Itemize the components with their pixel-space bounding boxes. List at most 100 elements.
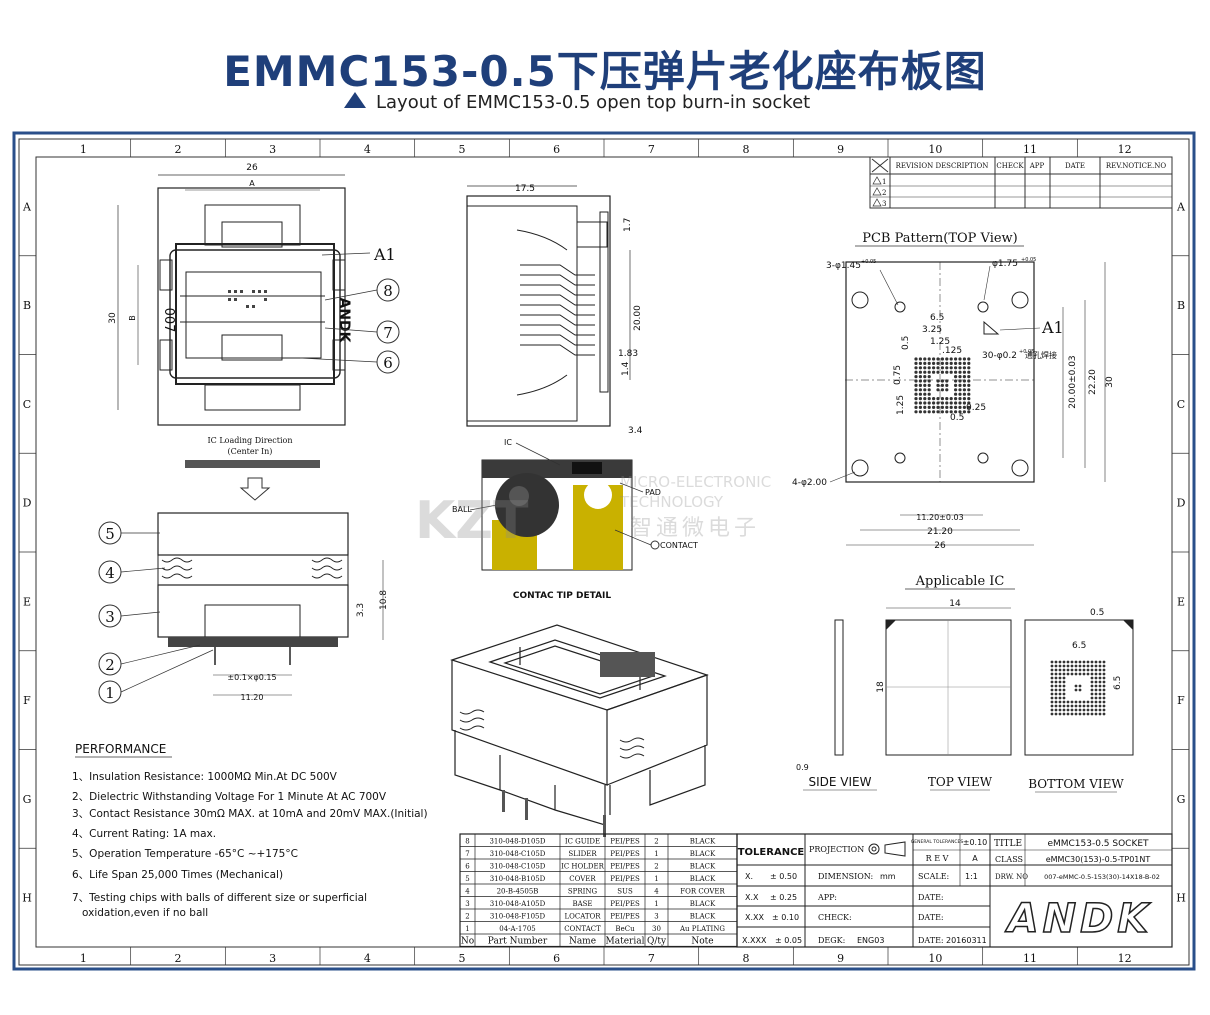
- drw-val: 007-eMMC-0.5-153(30)-14X18-B-02: [1044, 873, 1160, 881]
- pcb-pad: [954, 379, 958, 383]
- pcb-pad: [927, 388, 931, 392]
- ic-ball: [1050, 672, 1054, 676]
- ic-ball: [1058, 684, 1062, 688]
- ic-ball: [1090, 708, 1094, 712]
- pcb-pad: [936, 397, 940, 401]
- ic-ball: [1078, 700, 1082, 704]
- ic-ball: [1062, 664, 1066, 668]
- ic-ball: [1066, 700, 1070, 704]
- tol-row-2-val: ± 0.25: [770, 893, 797, 902]
- bom-header: Note: [691, 937, 713, 947]
- ic-ball: [1094, 712, 1098, 716]
- ic-ball: [1078, 660, 1082, 664]
- pcb-label-a1: A1: [1041, 318, 1064, 337]
- pcb-pad: [936, 370, 940, 374]
- ic-ball: [1050, 688, 1054, 692]
- ic-dim-6-5a: 6.5: [1072, 641, 1086, 651]
- bom-cell: PEI/PES: [610, 850, 640, 858]
- ic-dim-0-9: 0.9: [796, 763, 809, 772]
- ic-ball: [1090, 672, 1094, 676]
- pcb-dim-0-25: 0.25: [966, 403, 986, 413]
- pcb-pad-array: [914, 357, 971, 414]
- pcb-pad: [923, 370, 927, 374]
- ic-ball: [1050, 680, 1054, 684]
- bom-cell: BLACK: [690, 913, 716, 921]
- pcb-pad: [914, 397, 918, 401]
- rev-header-check: CHECK: [996, 162, 1024, 170]
- performance-item-3: 3、Contact Resistance 30mΩ MAX. at 10mA a…: [72, 808, 428, 820]
- ic-bottom-view-label: BOTTOM VIEW: [1028, 777, 1124, 791]
- pcb-pad: [923, 361, 927, 365]
- bom-cell: 6: [465, 863, 470, 871]
- bom-cell: 1: [654, 875, 658, 883]
- bom-cell: 1: [465, 925, 469, 933]
- pcb-pad: [958, 401, 962, 405]
- pcb-pad: [962, 410, 967, 414]
- ic-ball: [1098, 708, 1102, 712]
- ic-ball: [1074, 668, 1078, 672]
- pcb-dim-6-5: 6.5: [930, 313, 944, 323]
- grid-column-label: 11: [1023, 952, 1037, 965]
- detail-label-contact: CONTACT: [660, 541, 698, 550]
- pcb-pad: [932, 366, 936, 370]
- ic-ball: [1086, 672, 1090, 676]
- pcb-pad: [923, 383, 927, 387]
- detail-label-ball: BALL: [452, 505, 472, 514]
- pcb-pad: [958, 405, 962, 409]
- pcb-pad: [918, 410, 923, 414]
- pcb-pad: [962, 357, 967, 361]
- ic-ball: [1102, 712, 1106, 716]
- bom-cell: 1: [654, 850, 658, 858]
- bom-cell: 310-048-D105D: [489, 838, 545, 846]
- pcb-pad: [962, 388, 967, 392]
- pcb-pad: [936, 357, 940, 361]
- pcb-pad: [967, 361, 971, 365]
- performance-item-5: 5、Operation Temperature -65°C ~+175°C: [72, 848, 298, 860]
- pcb-dim-125: .125: [942, 346, 962, 356]
- ic-ball: [1066, 712, 1070, 716]
- front-dim-tol: ±0.1×φ0.15: [227, 673, 276, 682]
- ic-ball: [1086, 704, 1090, 708]
- pcb-pad: [940, 379, 945, 383]
- pcb-pad: [940, 405, 945, 409]
- front-callouts: 5 4 3 2 1: [98, 521, 214, 704]
- ic-ball: [1094, 704, 1098, 708]
- pcb-pad: [927, 366, 931, 370]
- loading-direction-label: IC Loading Direction: [208, 436, 293, 445]
- rev-row-3: 3: [882, 200, 886, 208]
- bom-cell: BLACK: [690, 863, 716, 871]
- grid-column-label: 4: [364, 143, 371, 156]
- bom-cell: PEI/PES: [610, 913, 640, 921]
- ic-ball: [1066, 664, 1070, 668]
- pcb-pad: [949, 401, 953, 405]
- ic-ball: [1094, 664, 1098, 668]
- ic-ball: [1102, 660, 1106, 664]
- pcb-pad: [918, 375, 923, 379]
- top-callout-7: 7: [383, 324, 393, 342]
- ic-ball: [1070, 712, 1074, 716]
- front-dim-11-20: 11.20: [241, 693, 264, 702]
- general-tol-label: GENERAL TOLERANCES: [911, 839, 964, 845]
- pcb-dim-11-2: 11.20±0.03: [916, 513, 963, 522]
- pcb-pad: [962, 405, 967, 409]
- title-block: TOLERANCE X. ± 0.50 X.X ± 0.25 X.XX ± 0.…: [736, 833, 1173, 948]
- bom-cell: LOCATOR: [564, 913, 601, 921]
- pcb-pad: [918, 366, 923, 370]
- grid-column-label: 5: [459, 143, 466, 156]
- rev-header-description: REVISION DESCRIPTION: [896, 162, 989, 170]
- ic-ball: [1098, 704, 1102, 708]
- ic-ball: [1078, 704, 1082, 708]
- page-subtitle: Layout of EMMC153-0.5 open top burn-in s…: [376, 92, 811, 113]
- pcb-pad: [958, 370, 962, 374]
- pcb-pad: [940, 357, 945, 361]
- pcb-pad: [940, 401, 945, 405]
- pcb-pad: [967, 370, 971, 374]
- ic-ball: [1078, 708, 1082, 712]
- pcb-pad: [967, 366, 971, 370]
- pcb-pad: [954, 383, 958, 387]
- ic-ball: [1070, 668, 1074, 672]
- triangle-icon: [344, 92, 366, 108]
- ic-ball: [1050, 660, 1054, 664]
